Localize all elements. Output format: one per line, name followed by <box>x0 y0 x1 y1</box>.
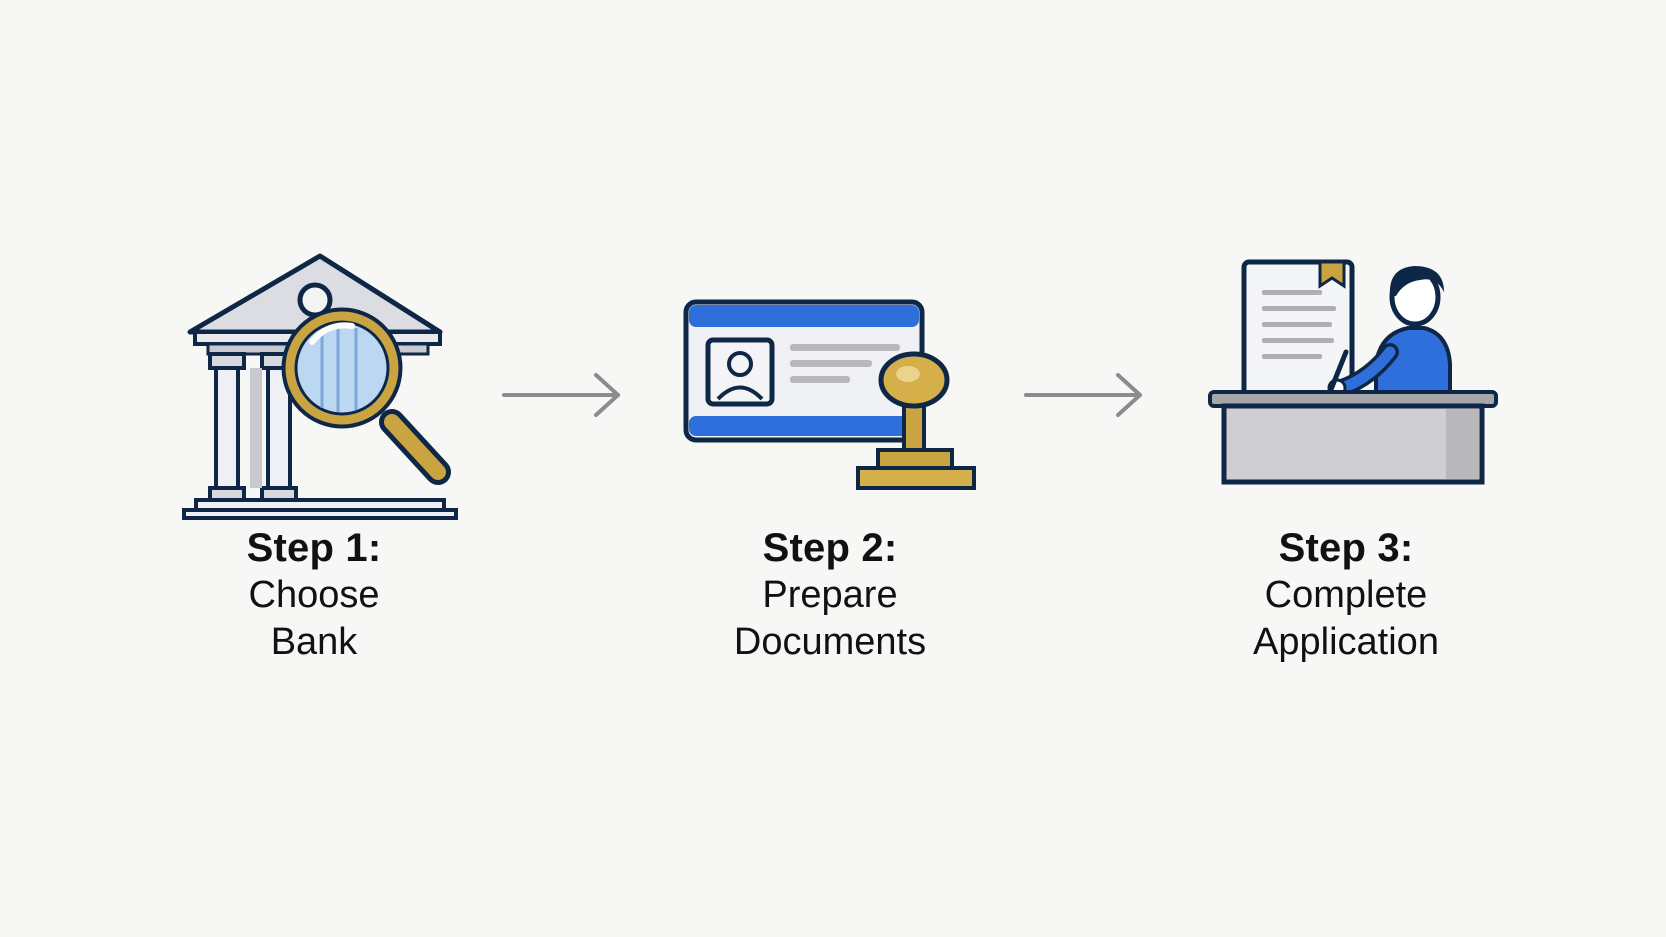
step-1-desc-line1: Choose <box>248 574 380 616</box>
step-2-title: Step 2: <box>762 526 898 570</box>
bank-search-icon <box>182 253 458 520</box>
person-signing-document-icon <box>1208 259 1498 485</box>
step-2: Step 2: Prepare Documents <box>640 524 1020 666</box>
step-3-desc-line2: Application <box>1253 621 1439 663</box>
step-3: Step 3: Complete Application <box>1156 524 1536 666</box>
id-card-stamp-icon <box>683 299 976 490</box>
step-3-title: Step 3: <box>1278 526 1414 570</box>
step-1-title: Step 1: <box>246 526 382 570</box>
step-3-desc-line1: Complete <box>1264 574 1428 616</box>
step-1-desc-line2: Bank <box>270 621 358 663</box>
step-2-desc-line2: Documents <box>733 621 927 663</box>
arrow-right-icon <box>502 373 620 417</box>
step-1: Step 1: Choose Bank <box>124 524 504 666</box>
step-2-desc-line1: Prepare <box>762 574 898 616</box>
arrow-right-icon <box>1024 373 1142 417</box>
